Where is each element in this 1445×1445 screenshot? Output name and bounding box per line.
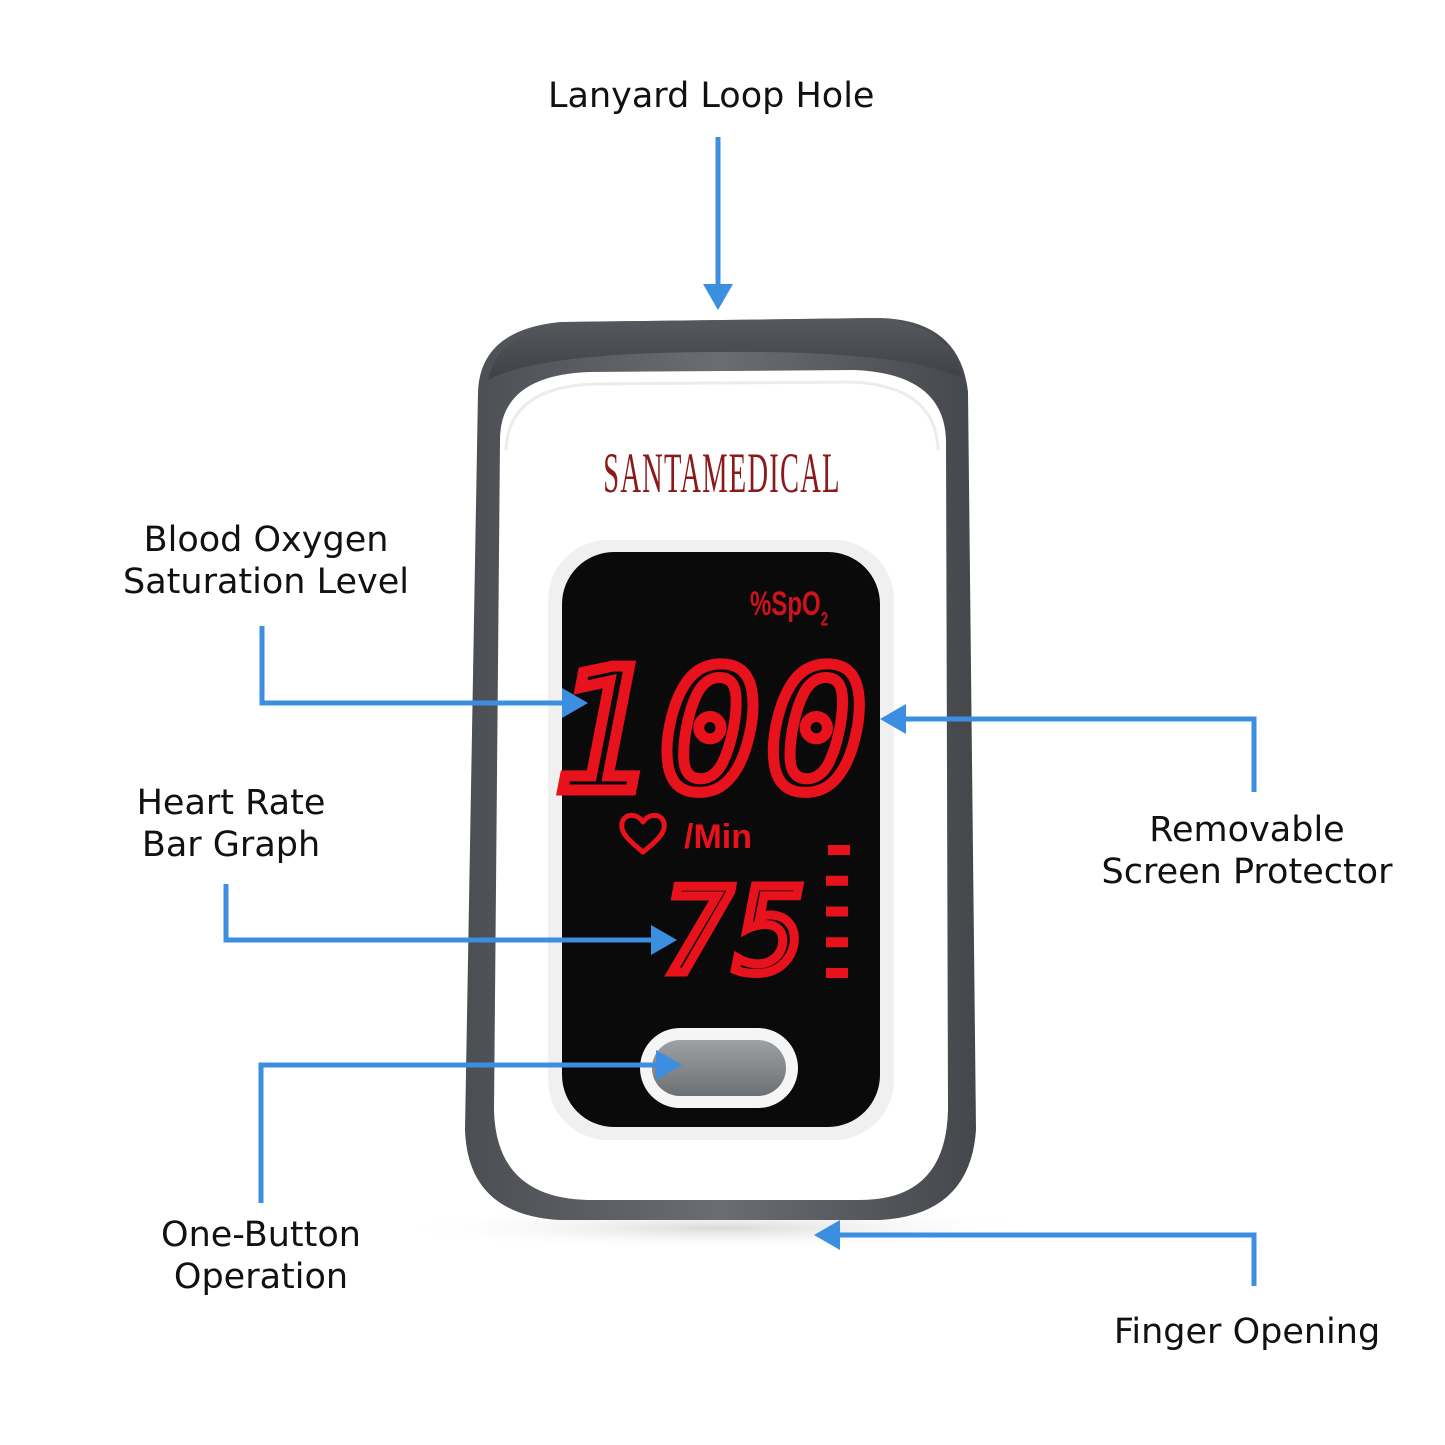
front-face-inner-shade xyxy=(504,380,940,451)
power-button[interactable] xyxy=(652,1040,786,1096)
screen-protector-arrowhead xyxy=(880,704,906,734)
protector-line-2: Screen Protector xyxy=(1101,852,1393,892)
bar-graph-segment xyxy=(826,875,848,886)
blood-oxygen-arrow xyxy=(259,626,566,706)
bar-graph-segment xyxy=(826,906,848,917)
button-arrow xyxy=(258,1062,660,1203)
finger-opening-arrow xyxy=(835,1232,1257,1286)
spo2-label: %SpO2 xyxy=(750,585,828,630)
blood-oxygen-arrowhead xyxy=(562,688,588,718)
button-line-2: Operation xyxy=(173,1257,349,1297)
heart-icon xyxy=(619,812,667,855)
protector-line-1: Removable xyxy=(1149,810,1345,850)
heart-rate-arrowhead xyxy=(651,925,677,955)
lanyard-loop-cap xyxy=(488,318,962,380)
one-button-label: One-Button Operation xyxy=(150,1214,372,1298)
blood-oxygen-line-2: Saturation Level xyxy=(123,562,409,602)
brand-logo: SANTAMEDICAL xyxy=(603,441,841,504)
bar-graph-segment xyxy=(826,937,848,948)
finger-label-text: Finger Opening xyxy=(1113,1312,1381,1352)
pulse-value: 75 xyxy=(662,862,808,1000)
lanyard-arrowhead xyxy=(703,284,733,310)
button-line-1: One-Button xyxy=(161,1215,361,1255)
heart-rate-line-2: Bar Graph xyxy=(141,825,321,865)
lanyard-loop-hole-label: Lanyard Loop Hole xyxy=(548,75,874,117)
finger-opening-arrowhead xyxy=(814,1220,840,1250)
lanyard-label-text: Lanyard Loop Hole xyxy=(548,76,875,116)
button-arrowhead xyxy=(656,1050,682,1080)
blood-oxygen-line-1: Blood Oxygen xyxy=(143,520,389,560)
heart-rate-arrow xyxy=(223,884,655,943)
bar-graph-segment xyxy=(826,968,848,978)
screen-protector-arrow xyxy=(902,716,1257,792)
heart-rate-label: Heart Rate Bar Graph xyxy=(126,782,336,866)
blood-oxygen-label: Blood Oxygen Saturation Level xyxy=(118,519,414,603)
heart-rate-bar-graph xyxy=(826,845,850,978)
bar-graph-segment xyxy=(828,845,850,855)
spo2-value: 100 xyxy=(552,633,871,831)
screen-protector-label: Removable Screen Protector xyxy=(1092,809,1402,893)
finger-opening-label: Finger Opening xyxy=(1106,1311,1388,1353)
heart-rate-line-1: Heart Rate xyxy=(136,783,326,823)
led-screen xyxy=(562,552,880,1127)
pulse-unit-label: /Min xyxy=(684,818,752,856)
